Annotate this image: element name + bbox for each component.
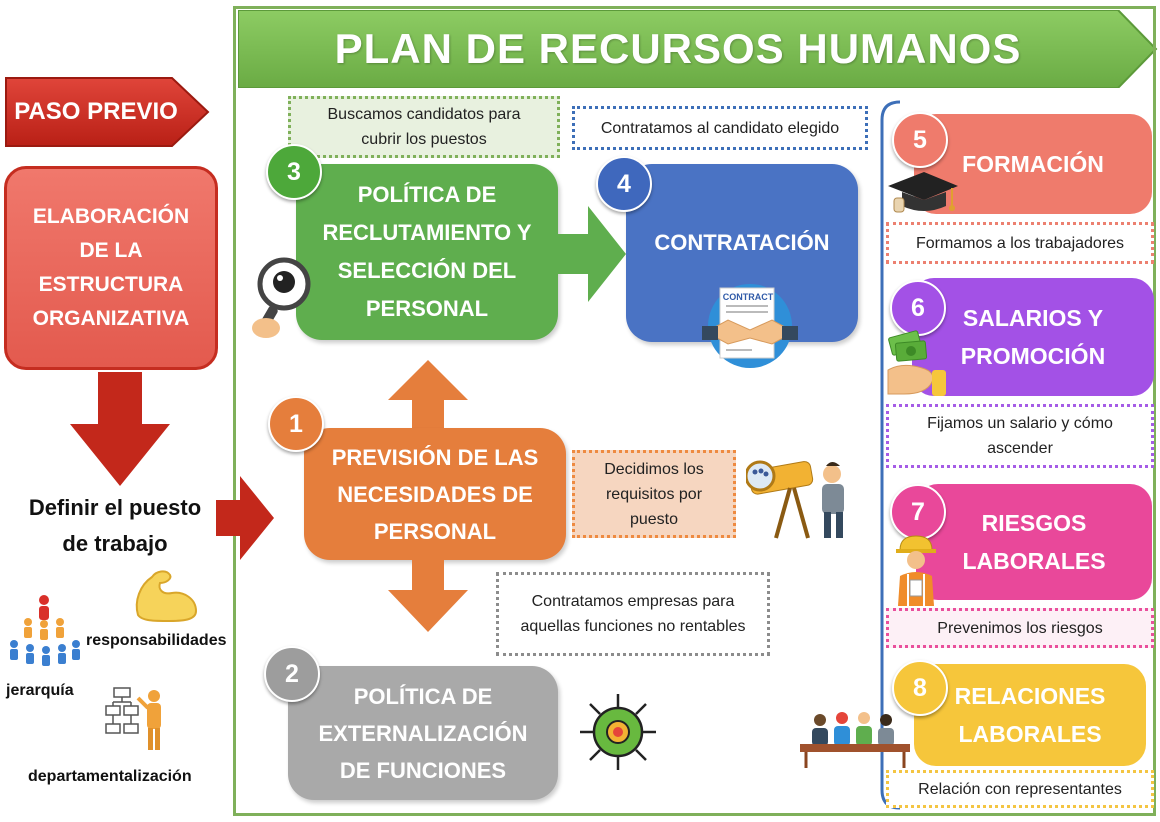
step-number-2: 2	[264, 646, 320, 702]
note-externalizacion: Contratamos empresas para aquellas funcio…	[496, 572, 770, 656]
down-arrow	[70, 372, 170, 486]
handshake-contract-icon	[702, 284, 798, 368]
note-formacion: Formamos a los trabajadores	[886, 222, 1154, 264]
money-hand-icon	[887, 330, 946, 396]
elaboracion-line: ORGANIZATIVA	[32, 307, 190, 330]
step-number-1: 1	[268, 396, 324, 452]
network-gear-icon	[580, 694, 656, 770]
right-arrow-to-prevision	[216, 476, 274, 560]
org-chart-icon	[105, 687, 161, 750]
step-number-4: 4	[596, 156, 652, 212]
step-number-8: 8	[892, 660, 948, 716]
definir-line: Definir el puesto	[28, 495, 202, 520]
box-line: PERSONAL	[365, 296, 489, 321]
step-number-7: 7	[890, 484, 946, 540]
departamentalizacion-label: departamentalización	[28, 768, 192, 785]
elaboracion-line: ELABORACIÓN	[32, 205, 190, 228]
box-line: DE FUNCIONES	[339, 757, 507, 783]
box-line: LABORALES	[958, 721, 1102, 747]
note-line: puesto	[629, 510, 679, 528]
title-banner	[238, 10, 1158, 88]
box-relaciones: RELACIONES LABORALES	[914, 664, 1146, 766]
box-line: LABORALES	[962, 548, 1106, 574]
note-contratacion: Contratamos al candidato elegido	[572, 106, 868, 150]
graduation-cap-icon	[888, 172, 958, 213]
jerarquia-label: jerarquía	[6, 682, 74, 699]
definir-puesto: Definir el puesto de trabajo	[4, 490, 226, 562]
box-reclutamiento: POLÍTICA DE RECLUTAMIENTO Y SELECCIÓN DE…	[296, 164, 558, 340]
box-line: RELACIONES	[954, 683, 1106, 709]
hierarchy-icon	[10, 595, 80, 666]
contract-label: CONTRACT	[722, 292, 774, 302]
note-line: Buscamos candidatos para	[327, 106, 521, 123]
box-line: RECLUTAMIENTO Y	[322, 220, 532, 245]
paso-previo-arrow	[5, 77, 210, 147]
meeting-icon	[800, 712, 910, 768]
step-number-5: 5	[892, 112, 948, 168]
box-line: CONTRATACIÓN	[654, 230, 830, 255]
box-line: PREVISIÓN DE LAS	[331, 444, 539, 470]
box-line: RIESGOS	[981, 510, 1087, 536]
note-line: requisitos por	[605, 485, 703, 503]
box-line: POLÍTICA DE	[353, 683, 493, 709]
note-line: Fijamos un salario y cómo	[927, 415, 1113, 432]
arrow-up-to-reclutamiento	[388, 360, 468, 430]
note-line: ascender	[987, 440, 1053, 457]
plan-frame	[233, 6, 1156, 816]
box-line: FORMACIÓN	[962, 151, 1104, 177]
paso-previo-label: PASO PREVIO	[14, 98, 178, 125]
elaboracion-line: ESTRUCTURA	[38, 273, 184, 296]
arrow-down-to-externalizacion	[388, 560, 468, 632]
worker-icon	[896, 535, 936, 606]
note-line: Contratamos empresas para	[531, 593, 735, 610]
box-externalizacion: POLÍTICA DE EXTERNALIZACIÓN DE FUNCIONES	[288, 666, 558, 800]
definir-line: de trabajo	[62, 531, 168, 556]
note-line: aquellas funciones no rentables	[520, 618, 746, 635]
box-line: NECESIDADES DE	[337, 481, 533, 507]
note-prevision: Decidimos los requisitos por puesto	[572, 450, 736, 538]
note-reclutamiento: Buscamos candidatos para cubrir los puest…	[288, 96, 560, 158]
box-riesgos: RIESGOS LABORALES	[916, 484, 1152, 600]
box-line: SALARIOS Y	[962, 305, 1104, 331]
note-riesgos: Prevenimos los riesgos	[886, 608, 1154, 648]
arrow-to-contratacion	[558, 206, 626, 302]
box-formacion: FORMACIÓN	[914, 114, 1152, 214]
box-line: SELECCIÓN DEL	[337, 258, 517, 283]
magnifier-icon	[252, 257, 311, 338]
box-line: PROMOCIÓN	[960, 343, 1106, 369]
step-number-6: 6	[890, 280, 946, 336]
note-line: cubrir los puestos	[361, 131, 487, 148]
page-title: PLAN DE RECURSOS HUMANOS	[334, 25, 1022, 72]
note-line: Decidimos los	[604, 460, 704, 478]
note-relaciones: Relación con representantes	[886, 770, 1154, 808]
telescope-icon	[746, 460, 844, 539]
box-line: PERSONAL	[373, 518, 497, 544]
strong-arm-icon	[135, 570, 198, 623]
box-salarios: SALARIOS Y PROMOCIÓN	[912, 278, 1154, 396]
box-prevision: PREVISIÓN DE LAS NECESIDADES DE PERSONAL	[304, 428, 566, 560]
elaboracion-box: ELABORACIÓN DE LA ESTRUCTURA ORGANIZATIV…	[4, 166, 218, 370]
elaboracion-line: DE LA	[79, 239, 143, 262]
box-line: EXTERNALIZACIÓN	[318, 720, 528, 746]
box-line: POLÍTICA DE	[357, 182, 497, 207]
step-number-3: 3	[266, 144, 322, 200]
note-salarios: Fijamos un salario y cómo ascender	[886, 404, 1154, 468]
responsabilidades-label: responsabilidades	[86, 632, 227, 649]
